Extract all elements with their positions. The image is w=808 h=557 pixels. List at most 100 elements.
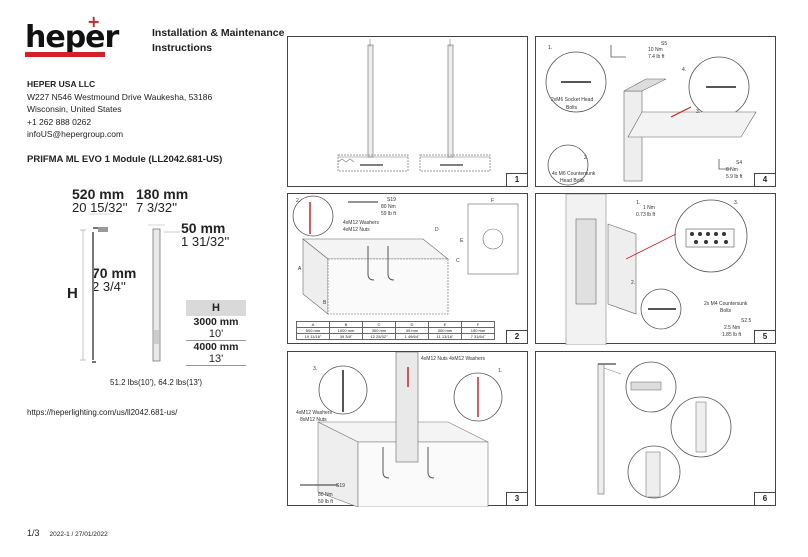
step-label: 3. [313,366,318,372]
step-label: 2. [584,155,589,161]
torque-nm: 1 Nm [643,205,655,211]
height-1-in: 2 3/4'' [92,279,126,294]
panel-number: 2 [506,330,527,343]
part-label: 2xM6 Socket Head [551,97,594,103]
part-label: 4xM12 Nuts 4xM12 Washers [421,356,486,362]
height-mm-1: 3000 mm [193,316,239,328]
height-ft-1: 10' [186,328,246,341]
dim-letter: E [460,238,464,244]
step-label: 4. [682,67,687,73]
width-1-in: 20 15/32'' [72,200,128,215]
torque-lb: 1.85 lb ft [722,332,742,338]
torque-lb: 0.73 lb ft [636,212,656,218]
part-label: 4xM12 Washers [343,220,379,226]
tool-code: S19 [387,197,396,203]
product-url[interactable]: https://heperlighting.com/us/ll2042.681-… [27,408,178,417]
torque-nm: 80 Nm [318,492,333,498]
dimension-table-cell: 19 11/16" [296,333,330,340]
torque-lb: 7.4 lb ft [648,54,665,60]
dimension-table-cell: 12 25/32" [362,333,396,340]
step-panel-4: 1. S5 10 Nm 7.4 lb ft 4. 2xM6 Socket Hea… [535,36,776,187]
torque-nm: 80 Nm [381,204,396,210]
height-table-row: 4000 mm 13' [186,341,246,366]
part-label: 4xM12 Nuts [343,227,370,233]
panel-number: 3 [506,492,527,505]
step-panel-6: 6 [535,351,776,506]
panel-number: 1 [506,173,527,186]
height-table-row: 3000 mm 10' [186,316,246,341]
part-label: Bolts [720,308,732,314]
panel-number: 4 [754,173,775,186]
tool-code: S4 [736,160,743,166]
tool-code: S5 [661,41,668,47]
dimension-table-cell: 39 3/8" [329,333,363,340]
torque-nm: 8 Nm [726,167,738,173]
step-label: 3. [696,109,701,115]
width-1-mm: 520 mm [72,186,125,202]
company-phone: +1 262 888 0262 [27,116,92,127]
dimension-table-cell: 1 49/64" [395,333,429,340]
torque-nm: 10 Nm [648,47,663,53]
height-mm-2: 4000 mm [193,341,239,353]
width-2-in: 7 3/32'' [136,200,178,215]
dimension-table-cell: 11 13/16" [428,333,462,340]
height-table-header: H [186,300,246,316]
logo-plus-icon: + [87,12,100,31]
height-h-label: H [67,285,78,302]
panel-number: 6 [754,492,775,505]
width-3-dimension: 50 mm 1 31/32'' [181,221,229,248]
part-label: 2x M4 Countersunk [704,301,748,307]
footer: 1/3 2022-1 / 27/01/2022 [27,528,108,538]
step-label: 1. [498,368,503,374]
width-3-in: 1 31/32'' [181,234,230,249]
dim-letter: D [435,227,439,233]
torque-lb: 59 lb ft [318,499,334,505]
step-label: 3. [734,200,739,206]
product-title: PRIFMA ML EVO 1 Module (LL2042.681-US) [27,154,223,165]
doc-title: Installation & Maintenance Instructions [152,27,285,54]
torque-lb: 59 lb ft [381,211,397,217]
width-2-dimension: 180 mm 7 3/32'' [136,187,188,214]
part-label: 4xM12 Washers [296,410,332,416]
height-1-dimension: 70 mm 2 3/4'' [92,266,136,293]
dim-letter: B [323,300,327,306]
step-panel-2: 2. S19 80 Nm 59 lb ft 4xM12 Washers 4xM1… [287,193,528,344]
logo-underline [25,52,105,57]
torque-nm: 2.5 Nm [724,325,741,331]
panel-number: 5 [754,330,775,343]
step-panel-5: 3. 1. 1 Nm 0.73 lb ft 2. 2x M4 Countersu… [535,193,776,345]
company-email: infoUS@hepergroup.com [27,129,124,139]
width-1-dimension: 520 mm 20 15/32'' [72,187,128,214]
height-ft-2: 13' [186,353,246,366]
height-table: H 3000 mm 10' 4000 mm 13' [186,300,246,366]
weight-text: 51.2 lbs(10'), 64.2 lbs(13') [110,378,202,387]
step-label: 1. [548,45,553,51]
part-label: 4x M6 Countersunk [552,171,596,177]
tool-code: S19 [336,483,345,489]
dimension-table-cell: 7 31/64" [461,333,495,340]
width-2-mm: 180 mm [136,186,189,202]
step-label: 2. [296,198,301,204]
part-label: 8xM12 Nuts [300,417,327,423]
step-label: 2. [631,280,636,286]
step-label: 1. [636,200,641,206]
width-3-mm: 50 mm [181,220,226,236]
dim-letter: A [298,266,302,272]
part-label: Head Bolts [560,178,585,184]
torque-lb: 5.9 lb ft [726,174,743,180]
company-address-2: Wisconsin, United States [27,104,122,114]
step-panel-1: 1 [287,36,528,187]
part-label: Bolts [566,105,578,111]
height-1-mm: 70 mm [92,265,137,281]
revision-date: 2022-1 / 27/01/2022 [49,531,108,538]
page-number: 1/3 [27,528,40,538]
company-block: HEPER USA LLC W227 N546 Westmound Drive … [27,78,212,141]
company-name: HEPER USA LLC [27,79,96,89]
company-address-1: W227 N546 Westmound Drive Waukesha, 5318… [27,91,213,102]
dim-letter: F [491,198,495,204]
step-panel-3: 3. 1. 4xM12 Nuts 4xM12 Washers 4xM12 Was… [287,351,528,507]
dim-letter: C [456,258,460,264]
tool-code: S2.5 [741,318,752,324]
